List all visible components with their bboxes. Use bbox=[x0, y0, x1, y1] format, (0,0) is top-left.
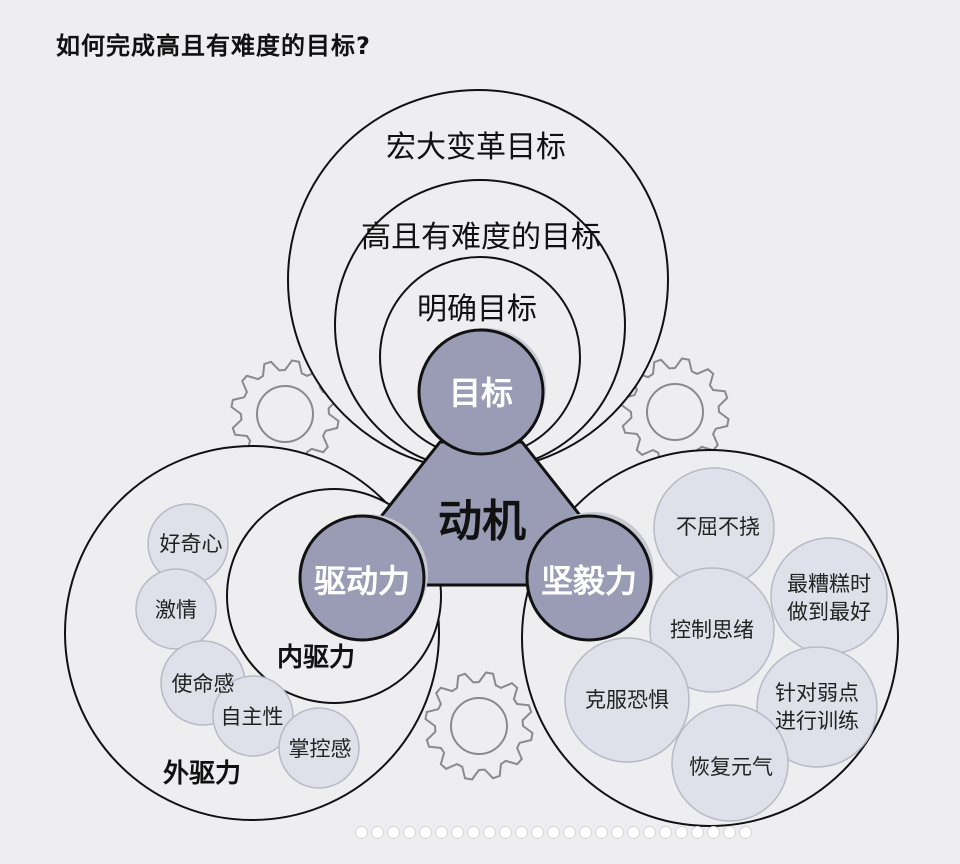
outer-item-autonomy: 自主性 bbox=[221, 705, 284, 729]
drive-node-label: 驱动力 bbox=[314, 562, 410, 600]
goal-level-grand: 宏大变革目标 bbox=[386, 130, 566, 165]
bubble-recover bbox=[671, 704, 789, 822]
bubble-train-weakness bbox=[756, 646, 878, 768]
outer-item-curiosity: 好奇心 bbox=[160, 532, 223, 556]
goal-node-label: 目标 bbox=[449, 374, 513, 412]
gear-hub bbox=[450, 697, 508, 755]
goal-level-hard: 高且有难度的目标 bbox=[361, 220, 601, 255]
bubble-best-at-worst bbox=[770, 537, 888, 655]
grit-item-persevere: 不屈不挠 bbox=[676, 515, 760, 539]
bubble-autonomy bbox=[212, 675, 294, 757]
inner-drive-label: 内驱力 bbox=[277, 643, 355, 673]
grit-node-label: 坚毅力 bbox=[541, 562, 637, 600]
page-title: 如何完成高且有难度的目标? bbox=[56, 32, 371, 60]
grit-bubbles bbox=[564, 467, 888, 822]
bubble-mastery bbox=[278, 707, 360, 789]
grit-item-train-line1: 针对弱点 bbox=[775, 681, 859, 705]
gear-icon bbox=[230, 359, 340, 469]
grit-item-fear: 克服恐惧 bbox=[585, 688, 669, 712]
drive-node bbox=[298, 514, 426, 642]
decorative-dots bbox=[355, 826, 752, 839]
outer-item-mastery: 掌控感 bbox=[289, 737, 352, 761]
grit-item-train-line2: 进行训练 bbox=[775, 709, 859, 733]
grit-item-recover: 恢复元气 bbox=[689, 755, 773, 779]
bubble-overcome-fear bbox=[564, 637, 690, 763]
bubble-control-thoughts bbox=[649, 567, 775, 693]
grit-node bbox=[525, 514, 653, 642]
grit-item-best-line1: 最糟糕时 bbox=[787, 572, 871, 596]
bubble-passion bbox=[135, 568, 217, 650]
gear-hub bbox=[256, 385, 314, 443]
center-label: 动机 bbox=[438, 496, 526, 547]
outer-item-mission: 使命感 bbox=[172, 672, 235, 696]
outer-drive-bubbles bbox=[135, 503, 360, 789]
outer-drive-label: 外驱力 bbox=[163, 759, 241, 789]
goal-node bbox=[417, 328, 545, 456]
gear-hub bbox=[646, 383, 704, 441]
goal-level-clear: 明确目标 bbox=[417, 292, 537, 327]
grit-item-control: 控制思绪 bbox=[670, 618, 754, 642]
outer-item-passion: 激情 bbox=[155, 598, 197, 622]
grit-item-best-line2: 做到最好 bbox=[787, 600, 871, 624]
gear-icon bbox=[424, 671, 534, 781]
